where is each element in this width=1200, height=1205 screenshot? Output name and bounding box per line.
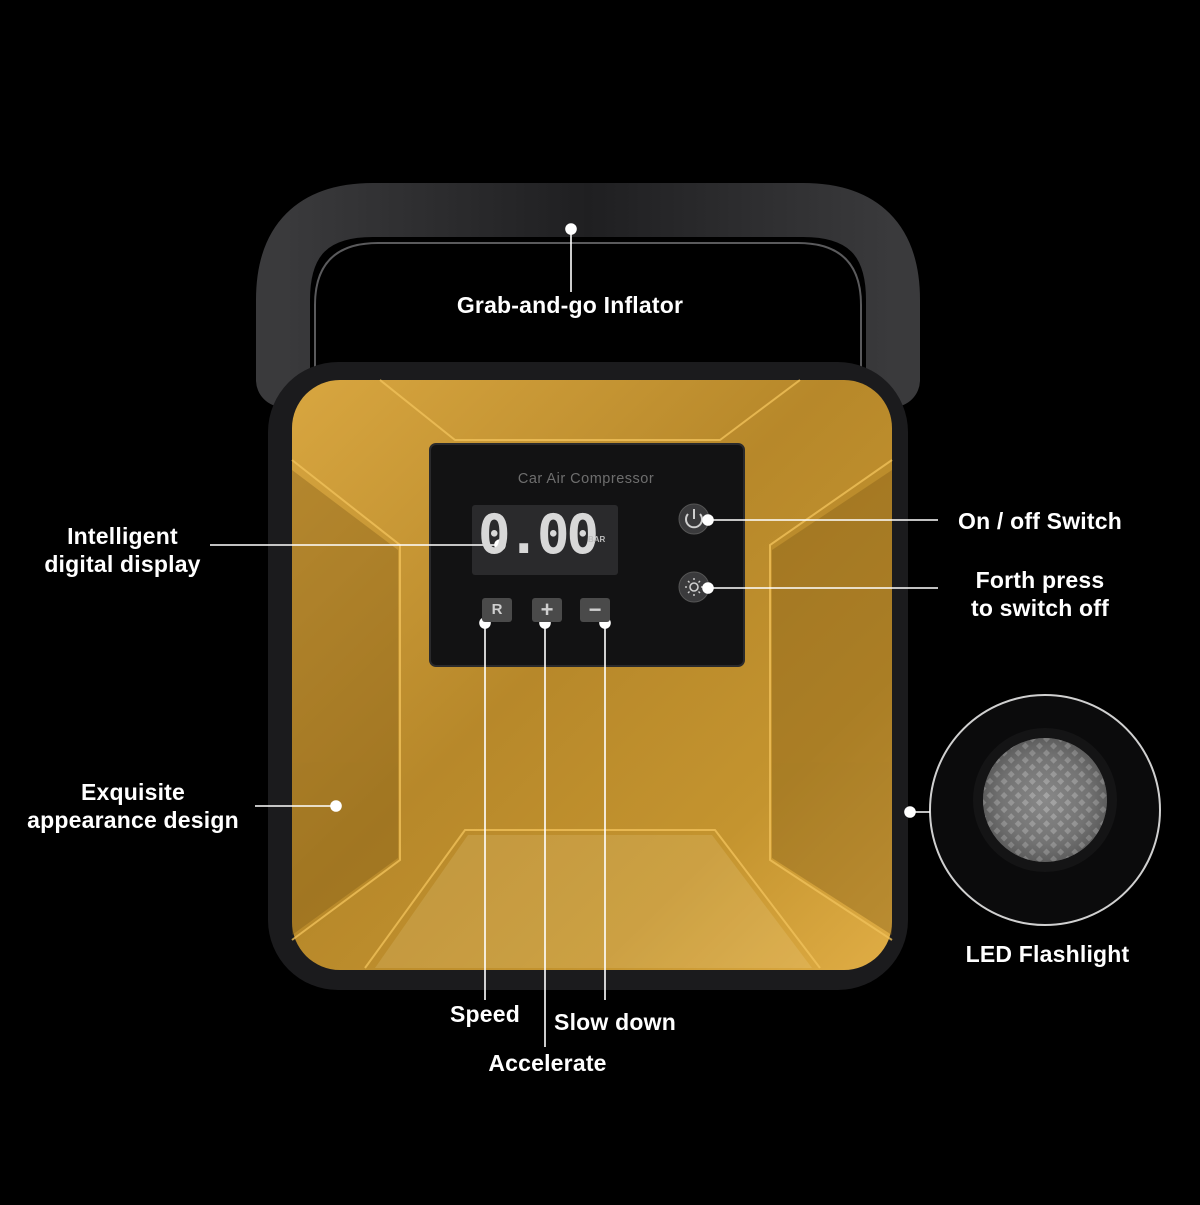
label-forth-press: Forth press to switch off (940, 566, 1140, 622)
accelerate-key[interactable]: + (532, 598, 562, 622)
label-appearance-design-line1: Exquisite (80, 779, 186, 805)
power-icon (685, 513, 703, 529)
pressure-readout: 0.00 (478, 503, 599, 566)
led-flashlight-inset (929, 694, 1161, 926)
screen-title: Car Air Compressor (517, 471, 655, 487)
slow-down-key[interactable]: − (580, 598, 610, 622)
label-grab-and-go: Grab-and-go Inflator (456, 292, 684, 318)
carry-handle (256, 183, 920, 407)
label-appearance-design: Exquisite appearance design (8, 778, 258, 834)
lcd-screen (472, 505, 618, 575)
panel-facets (291, 379, 893, 969)
label-slow-down: Slow down (554, 1009, 676, 1035)
label-led-flashlight: LED Flashlight (965, 941, 1130, 967)
label-on-off-switch: On / off Switch (958, 508, 1122, 534)
label-appearance-design-line2: appearance design (27, 807, 239, 833)
label-digital-display: Intelligent digital display (20, 522, 225, 578)
pressure-unit: BAR (588, 535, 606, 544)
label-forth-press-line1: Forth press (975, 567, 1105, 593)
label-accelerate: Accelerate (488, 1050, 607, 1076)
speed-key[interactable]: R (482, 598, 512, 622)
label-digital-display-line2: digital display (44, 551, 201, 577)
label-digital-display-line1: Intelligent (67, 523, 178, 549)
callout-lines (210, 223, 938, 1047)
label-forth-press-line2: to switch off (970, 595, 1110, 621)
label-speed: Speed (449, 1001, 521, 1027)
sun-icon (689, 582, 699, 592)
